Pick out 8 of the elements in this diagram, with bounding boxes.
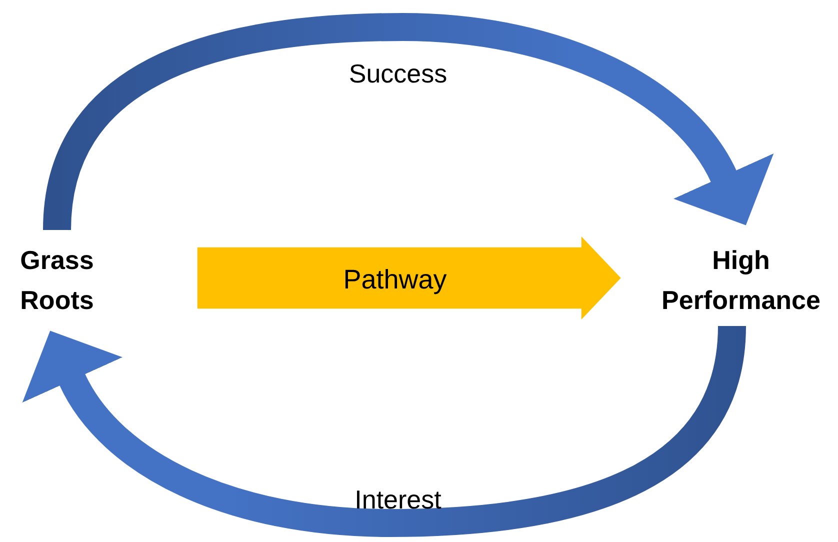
edge-label: Interest	[354, 484, 442, 516]
edge-label: Pathway	[343, 264, 447, 296]
block-arrow	[197, 236, 621, 320]
node-label: High Performance	[646, 240, 836, 320]
curved-arrow	[43, 13, 772, 232]
edge-label: Success	[348, 58, 448, 90]
node-label: Grass Roots	[2, 240, 112, 320]
curved-arrow	[24, 324, 746, 537]
